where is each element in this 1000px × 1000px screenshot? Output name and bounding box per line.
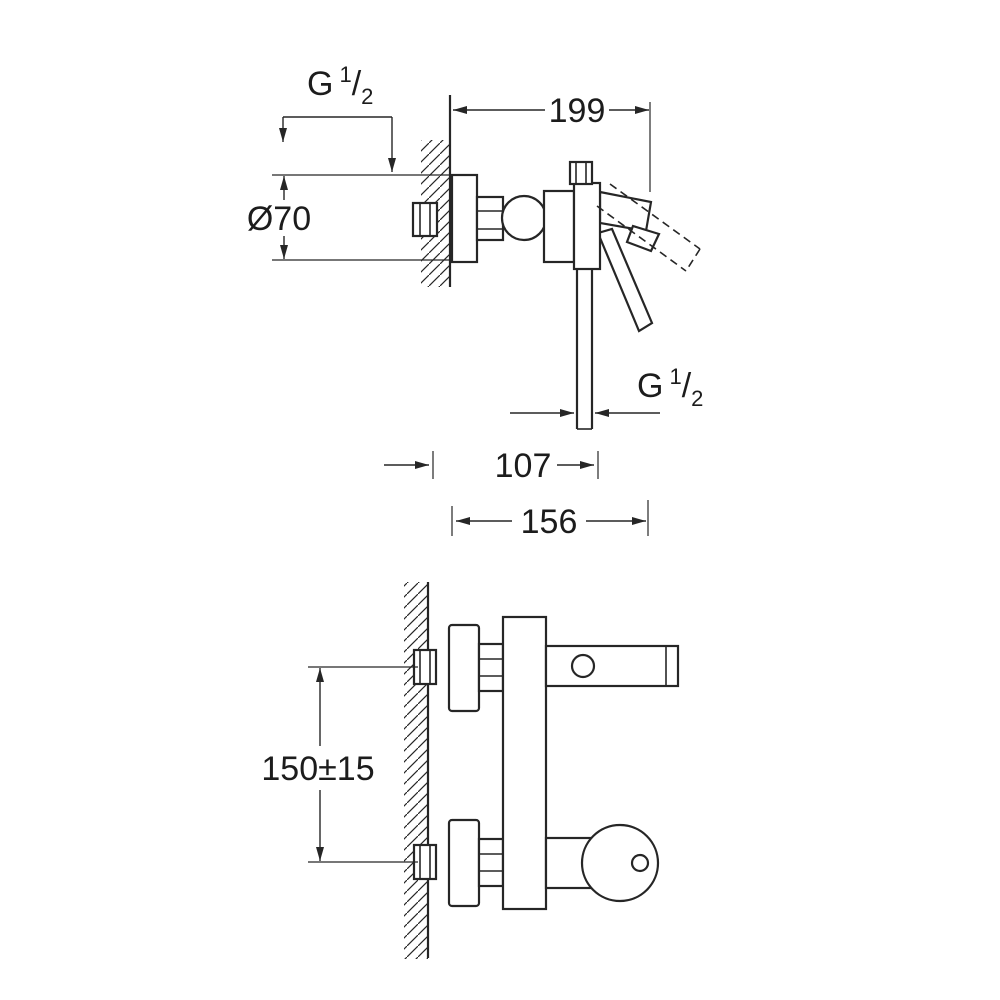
dim-overall-depth: 199 — [453, 92, 651, 192]
outlet-pipe — [575, 269, 594, 430]
diverter-knob — [568, 160, 594, 186]
mounting-centers-label: 150±15 — [261, 750, 374, 788]
inlet-union-top — [412, 648, 438, 686]
inlet-union-side — [411, 201, 439, 238]
front-view: 150±15 — [261, 582, 680, 959]
escutcheon-diameter-label: Ø70 — [247, 200, 311, 238]
dim-outlet-depth: 107 — [384, 447, 599, 485]
mixer-body-side — [542, 189, 576, 264]
dim-mounting-centers: 150±15 — [261, 666, 418, 863]
handle-depth-label: 156 — [521, 503, 578, 541]
spout-arm — [544, 644, 680, 688]
diverter-button — [570, 653, 596, 679]
inlet-union-bottom — [412, 843, 438, 881]
connection-nut-top — [477, 642, 505, 693]
dim-escutcheon-diameter: Ø70 — [247, 174, 452, 261]
outlet-depth-label: 107 — [495, 447, 552, 485]
connection-nut-bottom — [477, 837, 505, 888]
overall-depth-label: 199 — [549, 92, 606, 130]
escutcheon-bottom — [447, 818, 481, 908]
escutcheon-top — [447, 623, 481, 713]
wall-hatch-front — [404, 582, 428, 959]
escutcheon-side — [450, 173, 479, 264]
lever-handle — [596, 227, 654, 333]
valve-body-side — [572, 181, 602, 271]
handle-cap — [580, 823, 660, 903]
body-column — [501, 615, 548, 911]
handle-lever-end — [630, 853, 650, 873]
ball-joint — [500, 194, 548, 242]
dim-handle-depth: 156 — [451, 500, 649, 541]
connection-nut-side — [475, 195, 505, 242]
spout — [598, 190, 653, 233]
spout-swivel-dashed — [596, 183, 701, 272]
